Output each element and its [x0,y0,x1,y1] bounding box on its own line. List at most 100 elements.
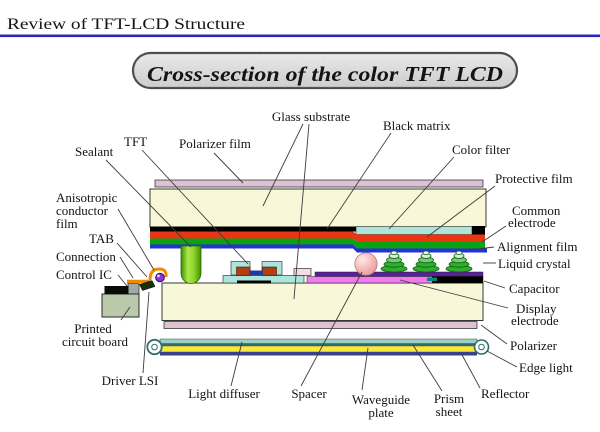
capacitor-bar [432,276,483,283]
label-reflector: Reflector [481,386,530,401]
label-prism-sheet-2: sheet [436,404,463,419]
layer-polarizer-film-top [154,179,484,188]
layer-waveguide-plate [159,345,478,353]
label-prism-sheet: Prism [434,391,464,406]
sealant-bar [180,245,202,284]
leader-line-sealant [105,159,192,248]
leader-line-waveguide-plate [361,347,369,391]
banner: Cross-section of the color TFT LCD [131,51,519,90]
leader-line-alignment-film [477,246,495,250]
connection-dot-highlight [157,274,160,278]
liquid-crystal-cone [445,250,473,273]
layer-black-matrix-edge [472,226,485,235]
leader-lines [105,123,518,392]
label-waveguide-plate-2: plate [368,405,393,420]
label-sealant: Sealant [75,144,114,159]
leader-line-connection [119,256,134,279]
label-glass-substrate: Glass substrate [272,109,351,124]
layer-black-matrix [150,226,356,232]
tft-structure [222,261,305,284]
label-polarizer-film: Polarizer film [179,136,251,151]
layer-polarizer-bottom [163,321,478,329]
pixel-pad [293,268,312,276]
leader-line-spacer [300,271,363,387]
label-pcb-2: circuit board [62,334,129,349]
leader-line-protective-film [426,185,496,238]
label-alignment-film: Alignment film [497,239,578,254]
leader-line-tab [116,242,148,278]
label-light-diffuser: Light diffuser [188,386,260,401]
layer-glass-substrate-top [149,188,487,228]
liquid-crystal-cones [380,250,473,273]
edge-light-lamp-right-core [478,343,485,351]
leader-line-black-matrix [326,132,392,230]
tft-channel [250,270,263,276]
tft-gate [237,280,271,284]
leader-line-color-filter [388,156,455,230]
header-rule [0,34,600,38]
leader-line-driver-lsi [142,291,150,374]
leader-line-edge-light [486,350,518,368]
leader-line-capacitor [483,280,506,289]
leader-line-prism-sheet [412,344,443,392]
driver-lsi-chip [139,280,156,291]
liquid-crystal-cone [380,250,408,273]
layer-common-electrode [150,238,485,249]
capacitor-tick [427,277,437,281]
label-display-electrode: Display [516,301,557,316]
banner-texture [133,53,517,88]
layer-alignment-film-bottom [314,271,484,277]
layer-alignment-film-top [150,244,487,253]
leader-line-polarizer-film [213,152,244,184]
connection-dot [155,272,165,283]
control-ic-chip [104,286,129,294]
label-display-electrode-2: electrode [511,313,559,328]
tft-drain-contact [262,266,277,276]
label-anisotropic-film: Anisotropic [56,190,118,205]
label-polarizer: Polarizer [510,338,558,353]
layer-color-filter [355,226,473,235]
tab-film-hook [148,267,168,281]
layer-protective-film [150,231,485,242]
label-waveguide-plate: Waveguide [352,392,410,407]
label-connection: Connection [56,249,116,264]
label-black-matrix: Black matrix [383,118,451,133]
label-color-filter: Color filter [452,142,511,157]
leader-line-polarizer [480,324,508,345]
label-anisotropic-film-3: film [56,216,78,231]
leader-line-anisotropic-film [117,208,155,271]
layer-prism-sheet [160,343,477,346]
backlight-unit [146,338,490,356]
leader-line-light-diffuser [230,341,243,387]
label-common-electrode-2: electrode [508,215,556,230]
pcb-connector [127,283,140,295]
edge-light-lamp-left-core [151,343,158,351]
pcb-box [101,293,140,318]
lcd-cross-section-diagram [101,179,490,356]
slide-header: Review of TFT-LCD Structure Cross-sectio… [0,16,600,90]
tft-source-contact [236,266,251,276]
label-capacitor: Capacitor [509,281,560,296]
label-tft: TFT [124,134,147,149]
leader-line-glass-substrate-bottom [293,123,310,300]
liquid-crystal-cone [412,250,440,273]
label-edge-light: Edge light [519,360,573,375]
leader-line-pcb [120,306,131,321]
diagram-labels: Glass substrate Black matrix Color filte… [56,109,578,420]
leader-line-glass-substrate-top [262,123,304,207]
label-protective-film: Protective film [495,171,573,186]
label-anisotropic-film-2: conductor [56,203,109,218]
driver-assembly [101,267,168,318]
label-control-ic: Control IC [56,267,112,282]
page-title: Review of TFT-LCD Structure [7,16,245,33]
label-spacer: Spacer [291,386,327,401]
leader-line-reflector [460,352,481,389]
label-common-electrode: Common [512,203,561,218]
layer-light-diffuser [159,338,478,344]
leader-line-tft [141,149,249,265]
label-pcb: Printed [74,321,112,336]
label-tab: TAB [89,231,114,246]
spacer-ball [354,252,378,276]
leader-line-display-electrode [399,279,509,309]
